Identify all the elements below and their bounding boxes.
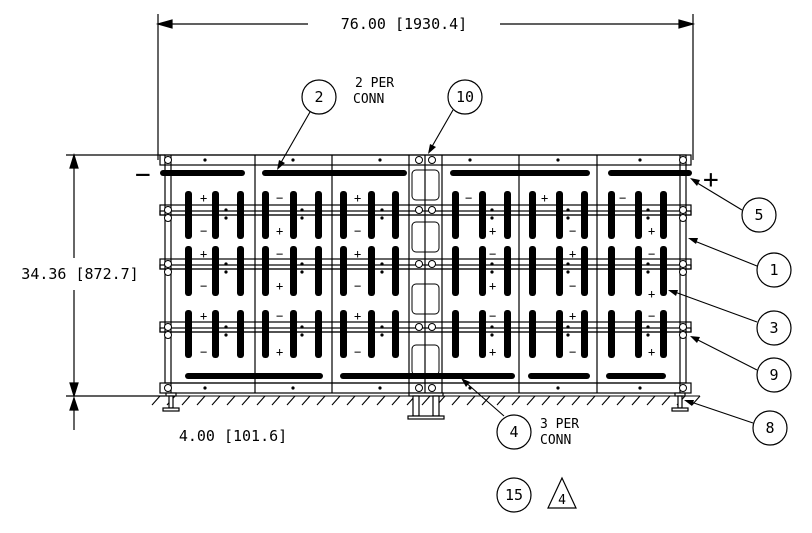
bottom-bus-bars bbox=[185, 373, 666, 379]
polarity-mark: + bbox=[569, 309, 576, 323]
note-three-per-conn-line2: CONN bbox=[540, 433, 571, 448]
polarity-mark: + bbox=[276, 279, 283, 293]
note-three-per-conn-line1: 3 PER bbox=[540, 417, 579, 432]
polarity-mark: + bbox=[541, 191, 548, 205]
base-dimension-label: 4.00 [101.6] bbox=[179, 427, 287, 445]
floor-line bbox=[151, 395, 701, 406]
svg-text:5: 5 bbox=[754, 206, 763, 224]
polarity-mark: − bbox=[276, 247, 283, 261]
height-dimension-label: 34.36 [872.7] bbox=[21, 265, 138, 283]
polarity-mark: + bbox=[354, 191, 361, 205]
polarity-mark: − bbox=[354, 345, 361, 359]
balloon-8: 8 bbox=[684, 400, 788, 446]
polarity-mark: − bbox=[465, 191, 472, 205]
polarity-mark: − bbox=[648, 309, 655, 323]
svg-text:4: 4 bbox=[558, 493, 566, 508]
width-dimension bbox=[155, 14, 696, 160]
svg-text:9: 9 bbox=[769, 366, 778, 384]
polarity-mark: − bbox=[489, 309, 496, 323]
polarity-mark: − bbox=[354, 224, 361, 238]
svg-text:3: 3 bbox=[769, 319, 778, 337]
balloon-4: 4 bbox=[461, 378, 532, 450]
polarity-mark: − bbox=[569, 224, 576, 238]
polarity-mark: + bbox=[569, 247, 576, 261]
top-bus-bars bbox=[160, 170, 692, 176]
note-two-per-conn-line1: 2 PER bbox=[355, 76, 394, 91]
cell-connectors-tier3 bbox=[185, 310, 667, 358]
polarity-mark: + bbox=[276, 345, 283, 359]
base-dimension bbox=[69, 396, 79, 430]
cell-connectors-tier2 bbox=[185, 246, 667, 296]
cell-connectors-tier1 bbox=[185, 191, 667, 239]
width-dimension-label: 76.00 [1930.4] bbox=[341, 15, 467, 33]
mounting-bolts bbox=[164, 156, 687, 392]
support-feet bbox=[162, 392, 689, 420]
polarity-mark: + bbox=[489, 345, 496, 359]
polarity-mark: − bbox=[276, 309, 283, 323]
polarity-mark: + bbox=[354, 309, 361, 323]
balloon-15: 15 bbox=[496, 477, 532, 513]
svg-text:15: 15 bbox=[505, 486, 523, 504]
svg-text:8: 8 bbox=[765, 419, 774, 437]
polarity-mark: + bbox=[648, 287, 655, 301]
svg-text:1: 1 bbox=[769, 261, 778, 279]
note-two-per-conn-line2: CONN bbox=[353, 92, 384, 107]
polarity-mark: + bbox=[200, 191, 207, 205]
height-dimension bbox=[66, 152, 165, 399]
positive-terminal-symbol: + bbox=[703, 165, 719, 195]
polarity-mark: + bbox=[354, 247, 361, 261]
revision-triangle-flag: 4 bbox=[547, 476, 577, 509]
polarity-mark: − bbox=[200, 224, 207, 238]
polarity-mark: + bbox=[276, 224, 283, 238]
negative-terminal-symbol: − bbox=[135, 160, 151, 190]
polarity-mark: + bbox=[200, 247, 207, 261]
polarity-marks: + − + − + − − + − + − + + − + − + − − + … bbox=[200, 191, 655, 359]
svg-text:10: 10 bbox=[456, 88, 474, 106]
polarity-mark: − bbox=[200, 345, 207, 359]
polarity-mark: + bbox=[489, 224, 496, 238]
polarity-mark: + bbox=[648, 345, 655, 359]
polarity-mark: − bbox=[276, 191, 283, 205]
balloon-3: 3 bbox=[668, 290, 792, 346]
polarity-mark: + bbox=[489, 279, 496, 293]
polarity-mark: − bbox=[569, 279, 576, 293]
polarity-mark: − bbox=[489, 247, 496, 261]
polarity-mark: − bbox=[354, 279, 361, 293]
polarity-mark: − bbox=[200, 279, 207, 293]
polarity-mark: − bbox=[569, 345, 576, 359]
rack-frame bbox=[159, 154, 692, 394]
balloon-9: 9 bbox=[690, 336, 792, 393]
polarity-mark: − bbox=[619, 191, 626, 205]
cell-center-dots bbox=[224, 208, 650, 337]
polarity-mark: − bbox=[648, 247, 655, 261]
balloon-5: 5 bbox=[690, 178, 777, 233]
balloon-10: 10 bbox=[428, 79, 483, 154]
balloon-1: 1 bbox=[688, 238, 792, 288]
rail-dots bbox=[203, 158, 642, 390]
svg-text:2: 2 bbox=[314, 88, 323, 106]
center-column-windows bbox=[411, 169, 440, 376]
polarity-mark: + bbox=[648, 224, 655, 238]
svg-text:4: 4 bbox=[509, 423, 518, 441]
balloon-2: 2 bbox=[277, 79, 337, 170]
polarity-mark: + bbox=[200, 309, 207, 323]
